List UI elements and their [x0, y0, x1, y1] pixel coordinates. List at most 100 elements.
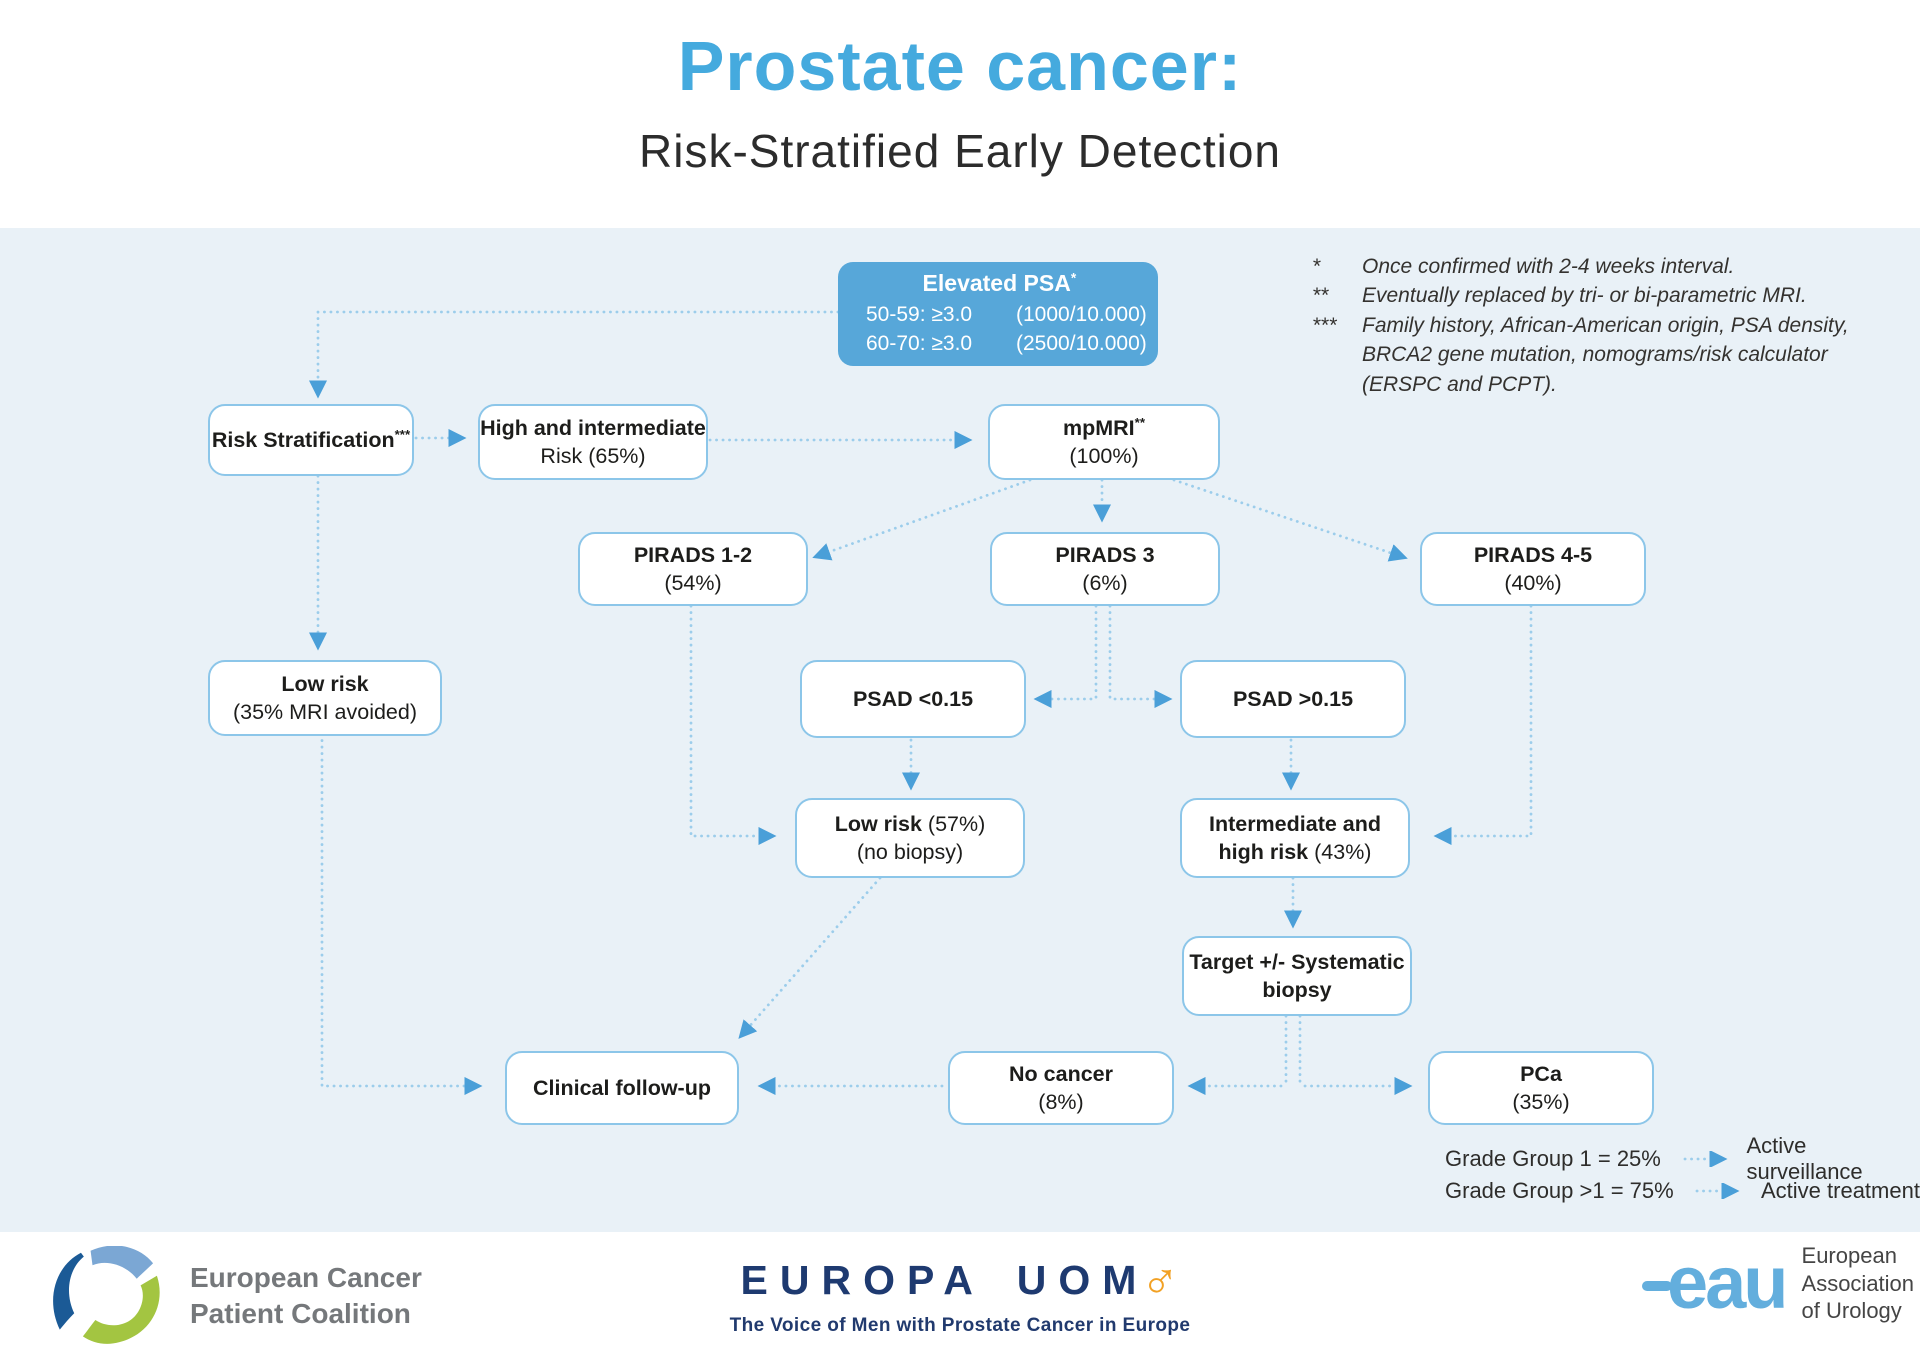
title-block: Prostate cancer: Risk-Stratified Early D… — [0, 0, 1920, 228]
node-value: (57%) — [921, 811, 986, 836]
node-label: Intermediate and — [1208, 811, 1382, 836]
europa-uomo-text: EUROPA UOM — [740, 1256, 1149, 1303]
ecpc-logo: European Cancer Patient Coalition — [42, 1246, 422, 1346]
legend-row: Grade Group 1 = 25% Active surveillance — [1445, 1133, 1920, 1184]
node-label: PSAD <0.15 — [852, 686, 974, 711]
node-label: High and intermediate — [480, 415, 706, 440]
node-label: PIRADS 1-2 — [633, 542, 753, 567]
psa-row: 50-59: ≥3.0 (1000/10.000) — [852, 301, 1147, 329]
node-line2: (8%) — [1038, 1090, 1084, 1114]
eau-logo: eau European Association of Urology — [1642, 1242, 1914, 1325]
footnote: ** Eventually replaced by tri- or bi-par… — [1312, 281, 1912, 310]
eau-name-line2: Association — [1801, 1270, 1915, 1296]
eau-logo-icon: eau — [1642, 1241, 1789, 1325]
ecpc-name-line1: European Cancer — [190, 1262, 422, 1294]
node-label: No cancer — [1009, 1061, 1113, 1086]
node-pirads-3: PIRADS 3 (6%) — [990, 532, 1220, 606]
page-title: Prostate cancer: — [677, 27, 1243, 105]
eau-logo-bar — [1642, 1281, 1672, 1292]
eau-name-line3: of Urology — [1801, 1298, 1902, 1323]
node-label: PIRADS 4-5 — [1473, 542, 1593, 567]
node-risk-stratification: Risk Stratification*** — [208, 404, 414, 476]
node-label: Low risk — [281, 671, 369, 696]
node-label: PCa — [1520, 1061, 1562, 1086]
node-line2: (35%) — [1512, 1090, 1570, 1114]
male-symbol-icon: ♂ — [1140, 1251, 1180, 1309]
legend-row: Grade Group >1 = 75% Active treatment — [1445, 1175, 1920, 1207]
node-line1: Low risk — [281, 670, 368, 698]
node-line2: biopsy — [1262, 976, 1331, 1004]
node-psad-below-015: PSAD <0.15 — [800, 660, 1026, 738]
psa-title-asterisk: * — [1070, 270, 1077, 286]
node-label: mpMRI — [1062, 415, 1135, 440]
legend-action: Active surveillance — [1746, 1133, 1863, 1184]
node-line2: (35% MRI avoided) — [232, 700, 418, 724]
psa-rate: (1000/10.000) — [1016, 303, 1147, 327]
node-line1: Risk Stratification*** — [212, 426, 410, 455]
eau-name: European Association of Urology — [1802, 1242, 1915, 1325]
node-value: (43%) — [1308, 840, 1372, 864]
legend-arrow-icon — [1695, 1183, 1740, 1199]
node-line1: Clinical follow-up — [533, 1074, 711, 1102]
eau-wordmark: eau — [1667, 1241, 1789, 1325]
node-low-risk-mri-avoided: Low risk (35% MRI avoided) — [208, 660, 442, 736]
node-line1: PSAD <0.15 — [853, 685, 973, 713]
node-line1: PSAD >0.15 — [1233, 685, 1353, 713]
node-label: high risk — [1218, 840, 1309, 864]
node-high-intermediate-risk: High and intermediate Risk (65%) — [478, 404, 708, 480]
node-label: Target +/- Systematic — [1189, 949, 1405, 974]
node-line1: PIRADS 1-2 — [634, 541, 752, 569]
node-intermediate-high-risk: Intermediate and high risk (43%) — [1180, 798, 1410, 878]
node-label: biopsy — [1262, 978, 1332, 1002]
ecpc-name-line2: Patient Coalition — [190, 1298, 411, 1329]
node-line1: No cancer — [1009, 1060, 1113, 1088]
node-line1: Target +/- Systematic — [1189, 948, 1404, 976]
footnote-text: Eventually replaced by tri- or bi-parame… — [1362, 284, 1807, 308]
footnote-marker: *** — [1312, 313, 1337, 337]
psa-title-text: Elevated PSA — [922, 270, 1071, 297]
footnote: * Once confirmed with 2-4 weeks interval… — [1312, 252, 1912, 281]
node-no-cancer: No cancer (8%) — [948, 1051, 1174, 1125]
node-label: PSAD >0.15 — [1232, 686, 1354, 711]
node-pirads-4-5: PIRADS 4-5 (40%) — [1420, 532, 1646, 606]
footer: European Cancer Patient Coalition EUROPA… — [0, 1232, 1920, 1354]
node-line2: (54%) — [664, 571, 722, 595]
node-line2: high risk (43%) — [1219, 838, 1372, 866]
ecpc-name: European Cancer Patient Coalition — [190, 1260, 422, 1332]
psa-range: 60-70: ≥3.0 — [866, 331, 973, 355]
node-line2: (6%) — [1082, 571, 1128, 595]
legend-action: Active treatment — [1761, 1178, 1920, 1203]
node-label: Clinical follow-up — [533, 1075, 711, 1100]
footnote: *** Family history, African-American ori… — [1312, 311, 1912, 399]
footnote-marker: * — [1312, 255, 1321, 278]
page-subtitle: Risk-Stratified Early Detection — [639, 125, 1281, 177]
legend-arrow-icon — [1683, 1151, 1728, 1167]
grade-group-legend: Grade Group 1 = 25% Active surveillance … — [1445, 1133, 1920, 1207]
node-label: Low risk — [834, 811, 922, 836]
node-line1: Intermediate and — [1209, 810, 1381, 838]
node-low-risk-no-biopsy: Low risk (57%) (no biopsy) — [795, 798, 1025, 878]
eau-name-line1: European — [1801, 1243, 1897, 1268]
psa-content: Elevated PSA* 50-59: ≥3.0 (1000/10.000) … — [852, 270, 1147, 358]
europa-uomo-logo: EUROPA UOM ♂ The Voice of Men with Prost… — [730, 1254, 1191, 1337]
node-line1: PIRADS 3 — [1055, 541, 1154, 569]
node-pirads-1-2: PIRADS 1-2 (54%) — [578, 532, 808, 606]
node-mpmri: mpMRI** (100%) — [988, 404, 1220, 480]
node-clinical-follow-up: Clinical follow-up — [505, 1051, 739, 1125]
node-line2: Risk (65%) — [540, 444, 646, 468]
ecpc-logo-icon — [53, 1246, 160, 1344]
node-line2: (40%) — [1504, 571, 1562, 595]
node-line2: (no biopsy) — [856, 840, 964, 864]
europa-uomo-wordmark: EUROPA UOM ♂ — [730, 1254, 1191, 1306]
footnote-marker: ** — [1312, 284, 1329, 308]
node-line1: mpMRI** — [1063, 414, 1145, 443]
psa-row: 60-70: ≥3.0 (2500/10.000) — [852, 330, 1147, 358]
legend-label: Grade Group 1 = 25% — [1445, 1146, 1661, 1171]
node-line1: PIRADS 4-5 — [1474, 541, 1592, 569]
psa-rate: (2500/10.000) — [1016, 331, 1147, 355]
node-label: PIRADS 3 — [1055, 542, 1155, 567]
node-line2: (100%) — [1069, 444, 1139, 469]
psa-title: Elevated PSA* — [852, 270, 1147, 297]
node-line1: High and intermediate — [480, 414, 706, 442]
node-target-systematic-biopsy: Target +/- Systematic biopsy — [1182, 936, 1412, 1016]
